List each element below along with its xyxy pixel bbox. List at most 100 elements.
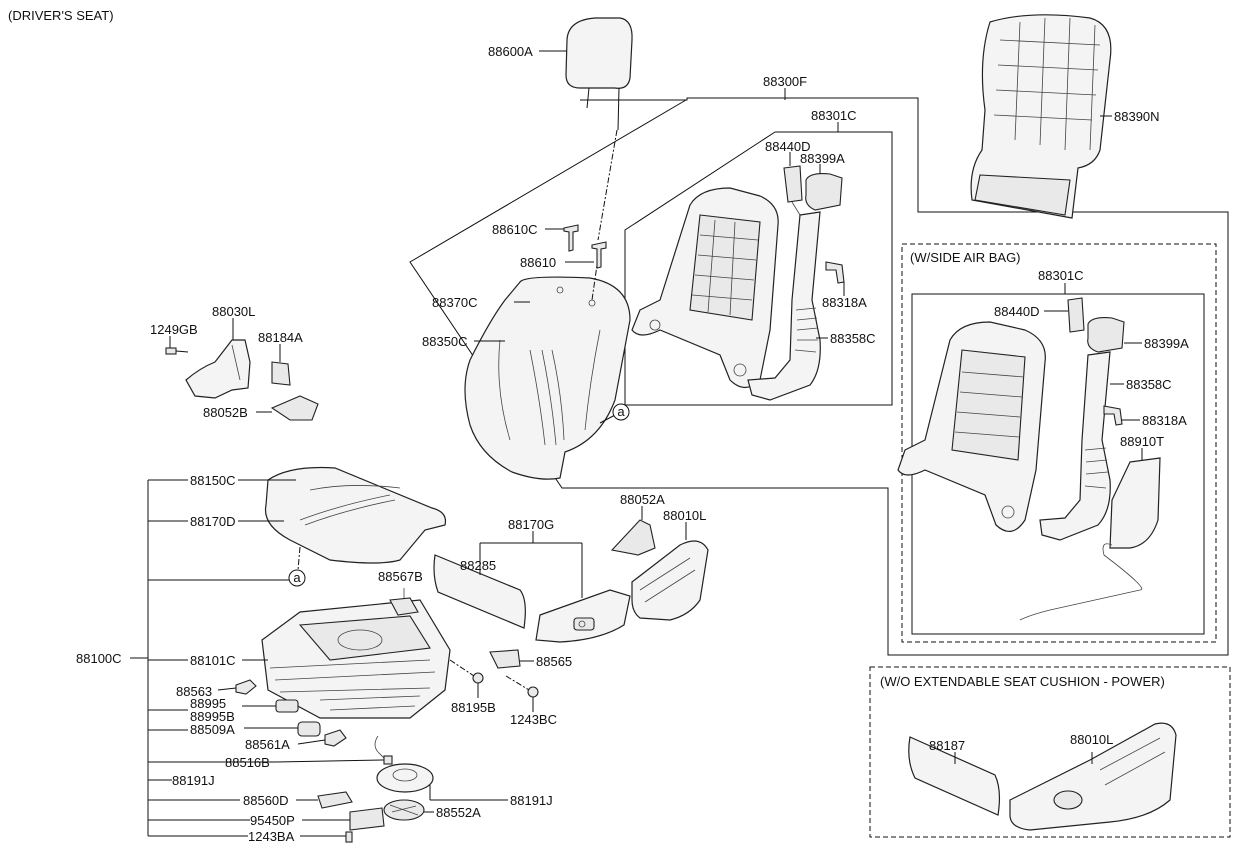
diagram-title: (DRIVER'S SEAT)	[8, 8, 114, 23]
ref-mark-cushion: a	[293, 570, 301, 585]
label-1243BC: 1243BC	[510, 712, 557, 727]
label-88195B: 88195B	[451, 700, 496, 715]
bracket-88567B	[389, 588, 419, 616]
label-88560D: 88560D	[243, 793, 289, 808]
label-88052A: 88052A	[620, 492, 665, 507]
wo-side-cover-88010L	[1009, 722, 1177, 831]
label-88350C: 88350C	[422, 334, 468, 349]
sab-connector-88440D	[1067, 297, 1085, 333]
headrest-guide-clips	[563, 224, 607, 269]
label-88390N: 88390N	[1114, 109, 1160, 124]
label-88052B: 88052B	[203, 405, 248, 420]
module-95450P	[349, 807, 385, 831]
label-wo-extendable-section: (W/O EXTENDABLE SEAT CUSHION - POWER)	[880, 674, 1165, 689]
seat-back-frame	[631, 187, 779, 389]
bracket-88052B	[270, 395, 319, 421]
label-88563: 88563	[176, 684, 212, 699]
sab-duct-88358C	[1039, 351, 1111, 541]
bracket-88318A	[825, 261, 845, 284]
label-88030L: 88030L	[212, 304, 255, 319]
label-88170G: 88170G	[508, 517, 554, 532]
label-88170D: 88170D	[190, 514, 236, 529]
bolt-1243BA	[345, 831, 353, 843]
label-95450P: 95450P	[250, 813, 295, 828]
label-88516B: 88516B	[225, 755, 270, 770]
label-88995B: 88995B	[190, 709, 235, 724]
ref-circle-cushion	[288, 569, 306, 587]
label-88010L: 88010L	[663, 508, 706, 523]
sab-module-88399A	[1087, 317, 1125, 353]
ref-circle-back	[612, 403, 630, 421]
bolt-1249GB	[165, 347, 189, 355]
label-88567B: 88567B	[378, 569, 423, 584]
label-sab-88358C: 88358C	[1126, 377, 1172, 392]
label-88150C: 88150C	[190, 473, 236, 488]
label-88101C: 88101C	[190, 653, 236, 668]
side-shield-88170G	[535, 589, 631, 643]
label-88440D: 88440D	[765, 139, 811, 154]
leader-88563	[217, 687, 237, 691]
label-88399A: 88399A	[800, 151, 845, 166]
switch-88563	[235, 679, 257, 695]
bracket-88052A	[610, 519, 656, 556]
seat-cushion	[264, 466, 447, 571]
wo-extendable-section-box	[869, 666, 1231, 838]
bracket-88565	[489, 649, 521, 669]
assembly-tree-88100C	[130, 479, 289, 837]
module-88399A	[805, 173, 843, 211]
headrest	[565, 17, 633, 241]
label-sab-88301C: 88301C	[1038, 268, 1084, 283]
label-sab-88399A: 88399A	[1144, 336, 1189, 351]
label-88301C: 88301C	[811, 108, 857, 123]
label-88610: 88610	[520, 255, 556, 270]
pad-88552A	[383, 799, 425, 821]
label-88184A: 88184A	[258, 330, 303, 345]
label-88552A: 88552A	[436, 805, 481, 820]
label-88565: 88565	[536, 654, 572, 669]
side-air-bag-module-88910T	[1019, 457, 1161, 621]
label-88370C: 88370C	[432, 295, 478, 310]
label-88358C: 88358C	[830, 331, 876, 346]
label-sab-88318A: 88318A	[1142, 413, 1187, 428]
label-1249GB: 1249GB	[150, 322, 198, 337]
side-air-bag-section-box	[901, 243, 1217, 643]
label-sab-88440D: 88440D	[994, 304, 1040, 319]
label-88561A: 88561A	[245, 737, 290, 752]
label-88191J-b: 88191J	[510, 793, 553, 808]
motor-88509A	[297, 721, 321, 737]
label-1243BA: 1243BA	[248, 829, 295, 844]
label-wo-88010L: 88010L	[1070, 732, 1113, 747]
ref-mark-back: a	[617, 404, 625, 419]
back-board-88390N	[970, 14, 1112, 219]
bracket-tree-88170G	[479, 531, 583, 598]
bolt-88195B	[449, 659, 484, 692]
seat-track-frame-88101C	[261, 599, 451, 719]
leader-88561A	[297, 739, 326, 745]
clip-88184A	[271, 361, 291, 386]
motor-88191J	[376, 763, 434, 793]
switch-88561A	[324, 729, 347, 747]
label-88191J-a: 88191J	[172, 773, 215, 788]
label-88300F: 88300F	[763, 74, 807, 89]
side-cover-88010L	[631, 540, 709, 621]
sab-bracket-88318A	[1103, 405, 1123, 426]
seat-back-cover	[464, 257, 631, 480]
leader-ref-a-back	[599, 414, 616, 424]
leader-88516B	[275, 759, 385, 763]
label-88100C: 88100C	[76, 651, 122, 666]
bolt-1243BC	[505, 675, 539, 706]
connector-88440D	[783, 165, 803, 216]
label-88509A: 88509A	[190, 722, 235, 737]
label-sab-88910T: 88910T	[1120, 434, 1164, 449]
label-side-air-bag-section: (W/SIDE AIR BAG)	[910, 250, 1021, 265]
label-88318A: 88318A	[822, 295, 867, 310]
wo-trim-88187	[908, 736, 1001, 816]
label-88600A: 88600A	[488, 44, 533, 59]
duct-88358C	[747, 211, 821, 401]
trim-88285	[433, 554, 526, 629]
bracket-88030L	[185, 339, 251, 399]
label-88610C: 88610C	[492, 222, 538, 237]
label-88995: 88995	[190, 696, 226, 711]
